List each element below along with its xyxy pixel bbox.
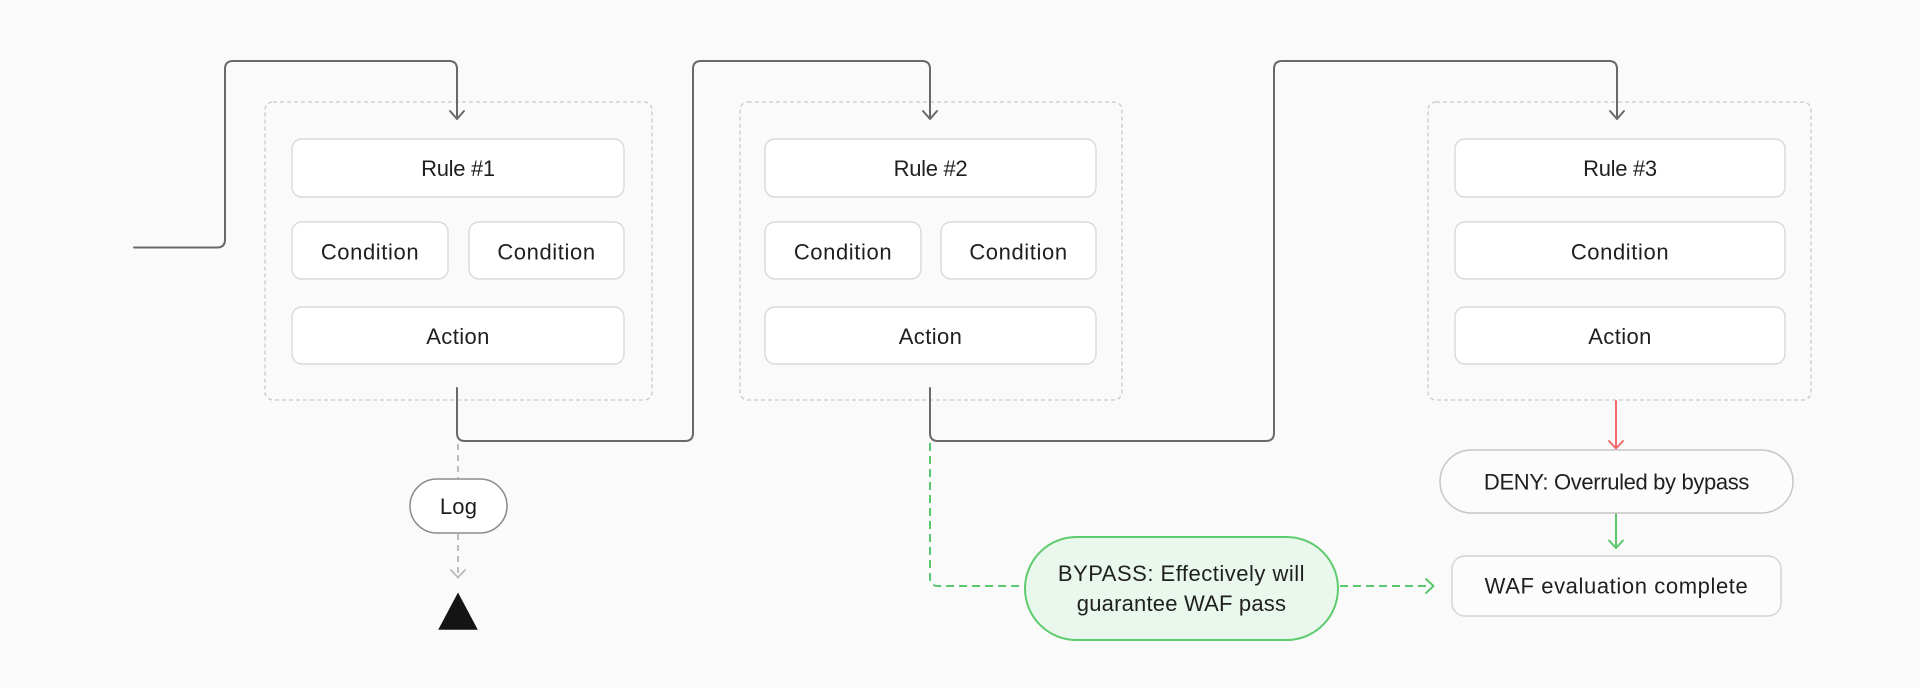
svg-text:Condition: Condition (1571, 240, 1669, 265)
svg-text:Rule #2: Rule #2 (894, 156, 968, 181)
svg-text:DENY: Overruled by bypass: DENY: Overruled by bypass (1484, 470, 1749, 495)
svg-text:Rule #3: Rule #3 (1583, 156, 1657, 181)
svg-text:Rule #1: Rule #1 (421, 156, 495, 181)
svg-text:Condition: Condition (969, 240, 1067, 265)
svg-text:guarantee WAF pass: guarantee WAF pass (1077, 591, 1286, 616)
svg-text:Condition: Condition (321, 240, 419, 265)
svg-text:Log: Log (440, 494, 477, 519)
svg-text:Action: Action (426, 324, 490, 349)
svg-text:BYPASS: Effectively will: BYPASS: Effectively will (1058, 561, 1305, 586)
svg-text:Condition: Condition (794, 240, 892, 265)
svg-text:Condition: Condition (497, 240, 595, 265)
svg-text:WAF evaluation complete: WAF evaluation complete (1485, 574, 1749, 599)
svg-text:Action: Action (899, 324, 963, 349)
svg-text:Action: Action (1588, 324, 1652, 349)
